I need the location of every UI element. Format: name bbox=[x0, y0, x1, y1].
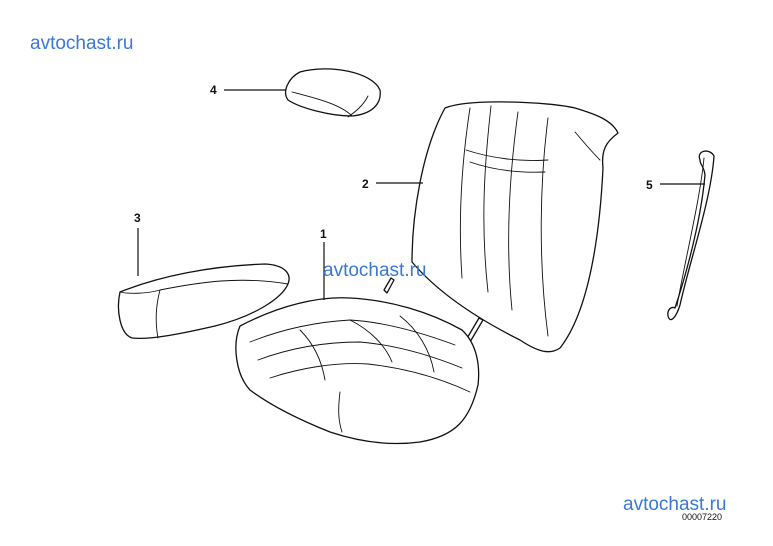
watermark-bottom: avtochast.ru bbox=[623, 494, 727, 515]
armrest-pad bbox=[117, 263, 290, 340]
headrest-cover bbox=[285, 68, 381, 118]
diagram-code: 00007220 bbox=[682, 512, 723, 522]
seat-backrest bbox=[411, 101, 619, 353]
watermark-center: avtochast.ru bbox=[323, 260, 427, 281]
callout-1: 1 bbox=[320, 227, 327, 241]
callout-4: 4 bbox=[210, 83, 217, 97]
callout-5: 5 bbox=[646, 178, 653, 192]
watermark-top: avtochast.ru bbox=[30, 33, 134, 54]
wire-hook bbox=[667, 150, 715, 321]
callout-3: 3 bbox=[134, 211, 141, 225]
callout-2: 2 bbox=[362, 177, 369, 191]
seat-cushion bbox=[235, 277, 484, 445]
